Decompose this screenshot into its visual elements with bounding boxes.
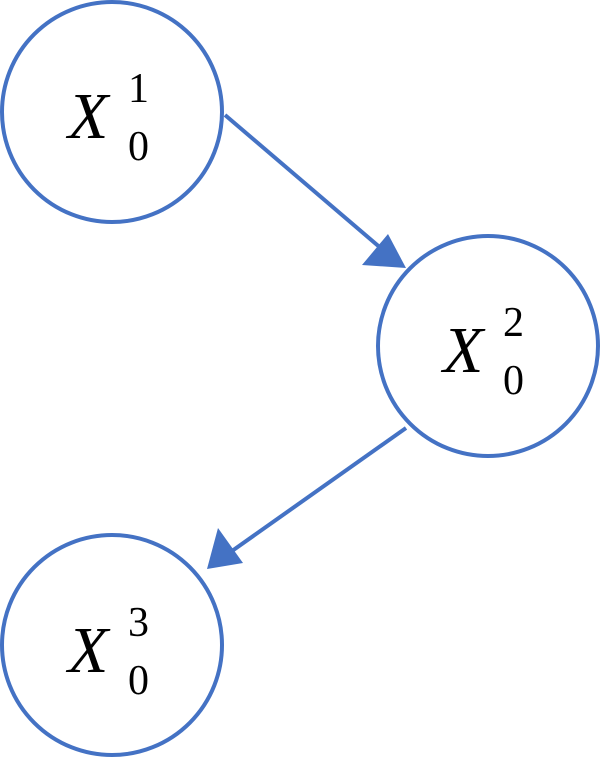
node-symbol: X (65, 80, 111, 153)
arrowhead-icon (207, 528, 243, 569)
node-circle (376, 234, 600, 458)
node-symbol: X (65, 614, 111, 687)
edge-x02-to-x03 (207, 426, 408, 569)
node-subscript: 0 (128, 658, 149, 704)
node-x02: X 2 0 (376, 234, 600, 458)
node-subscript: 0 (503, 358, 524, 404)
edge-line (223, 113, 385, 252)
node-x03: X 3 0 (0, 533, 224, 757)
arrowhead-icon (362, 234, 406, 268)
node-superscript: 3 (128, 600, 149, 646)
node-circle (0, 533, 224, 757)
node-circle (0, 0, 224, 224)
node-symbol: X (440, 314, 486, 387)
node-subscript: 0 (128, 124, 149, 170)
node-superscript: 1 (128, 66, 149, 112)
edge-x01-to-x02 (223, 113, 406, 268)
edge-line (230, 426, 408, 553)
node-x01: X 1 0 (0, 0, 224, 224)
node-superscript: 2 (503, 300, 524, 346)
